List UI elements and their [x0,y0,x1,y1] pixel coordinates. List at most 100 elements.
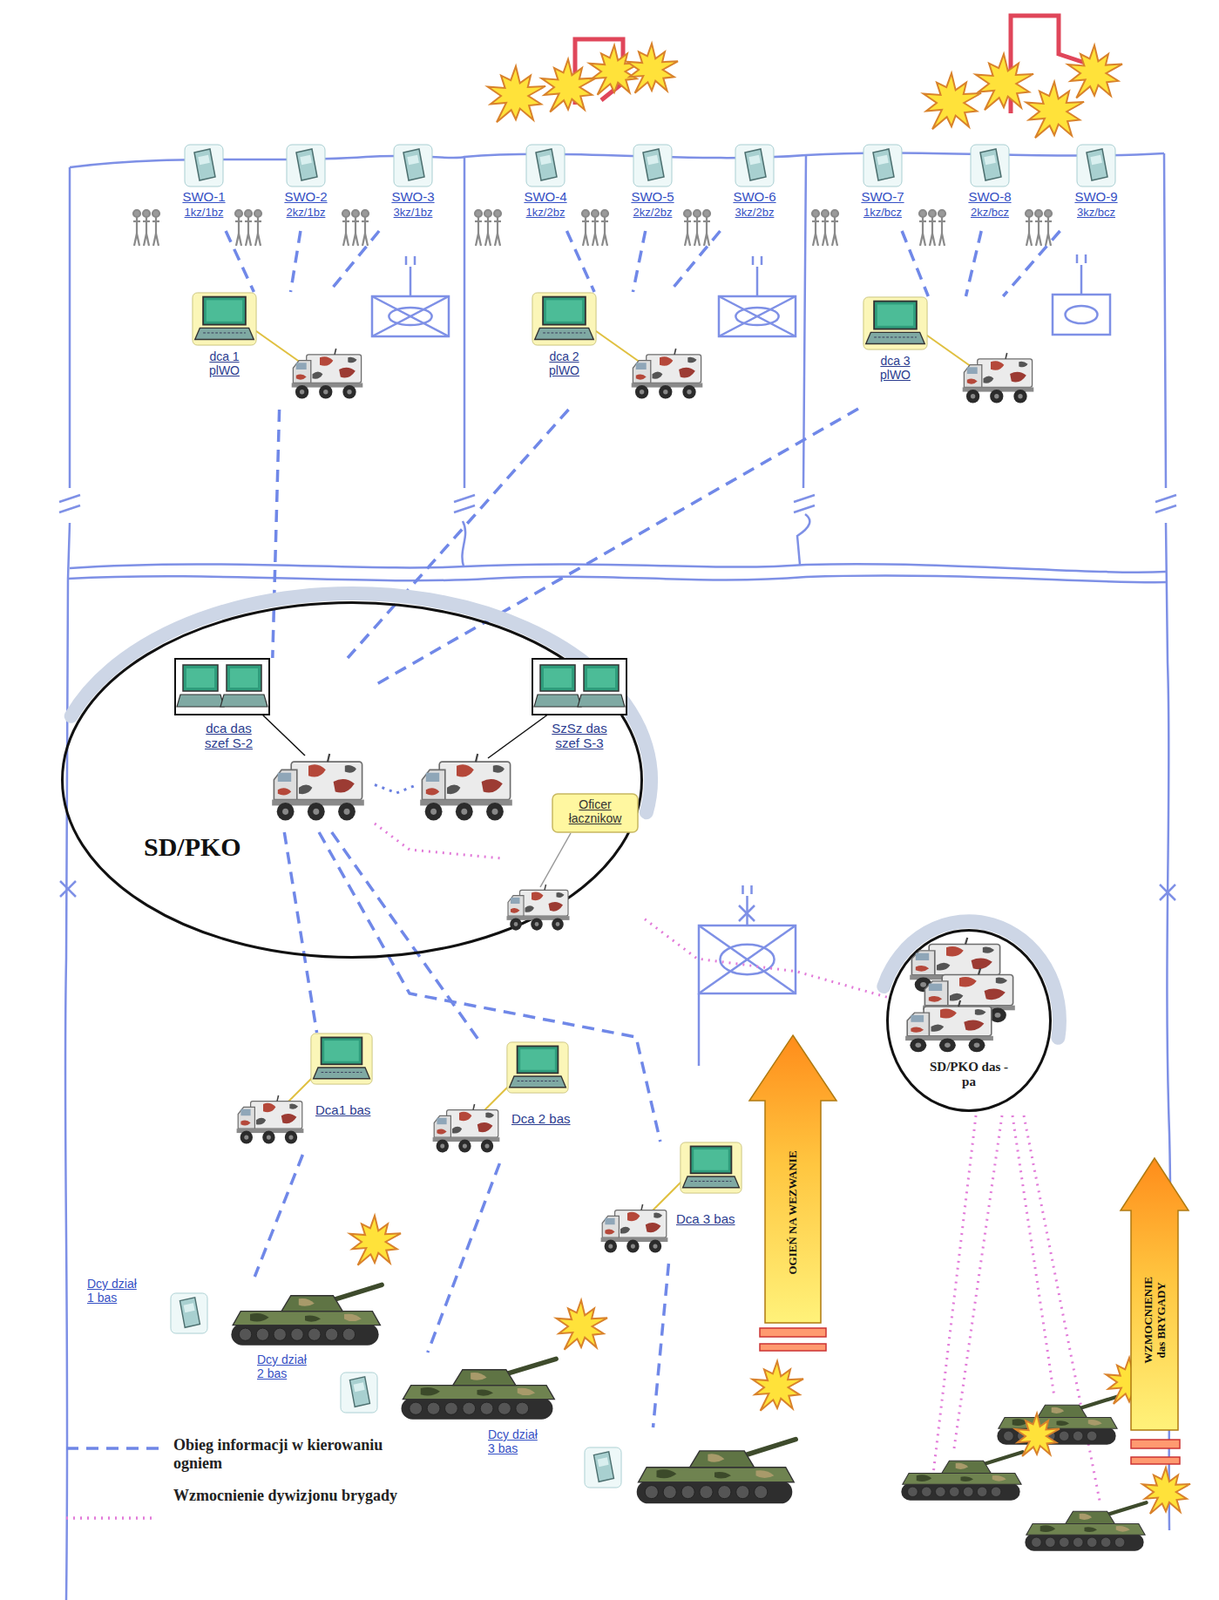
node-label: SWO-7 [843,189,922,204]
observer-post: SWO-33kz/1bz [373,143,456,231]
soldiers [683,209,711,246]
howitzer-icon [900,1451,1023,1500]
gun-commander: Dcy dział 1 bas [82,1276,397,1354]
laptop-icon [862,296,928,351]
node-label: 1kz/bcz [843,206,922,220]
connector [374,823,502,859]
explosion [752,1361,805,1411]
vehicle-icon [235,1095,305,1146]
arrow-bar [1130,1456,1180,1464]
explosion [541,59,596,113]
observer-post: SWO-41kz/2bz [506,143,589,231]
explosion [487,66,546,122]
radio-device-icon [392,143,434,188]
connector [374,784,419,793]
node-label: SWO-6 [715,189,794,204]
node-label: dca 2 plWO [540,349,589,378]
liaison-officer: Oficer łacznikow [501,792,645,937]
howitzer-icon [1024,1502,1146,1551]
radio-device-icon [525,143,566,188]
node-label: Oficer łacznikow [555,797,635,826]
soldiers [342,209,369,246]
observer-post: SWO-6 3kz/2bz [715,143,798,231]
node-label: dca 1 plWO [200,349,249,378]
explosion [589,45,642,95]
soldiers [919,209,946,246]
boundary-break [1155,494,1177,513]
sector-boundary [67,575,1168,583]
vehicle-icon [903,1000,996,1055]
node-label: SWO-3 [373,189,453,204]
soldiers [133,209,160,246]
connector [225,230,254,292]
radio-device-icon [339,1371,379,1414]
unit-staff [697,993,701,1066]
boundary-break [793,494,815,513]
reinforcing-command-post: SD/PKO das - pa [886,928,1052,1112]
explosion [923,73,982,129]
node-label: SzSz das szef S-3 [540,720,619,752]
connector [1002,230,1060,297]
reinforcement-line [954,1115,1003,1449]
explosion [1026,81,1084,138]
node-label: SWO-9 [1056,189,1136,204]
node-label: Dcy dział 1 bas [87,1276,143,1305]
radio-device-icon [862,143,903,188]
node-label: 2kz/bcz [950,206,1030,220]
connector [318,832,661,1142]
legend-text: Wzmocnienie dywizjonu brygady [173,1486,461,1505]
radio-device-icon [583,1446,623,1489]
radio-device-icon [632,143,673,188]
node-label: Dcy dział 2 bas [257,1352,313,1381]
node-label: Dca 3 bas [676,1211,746,1226]
laptop-icon [310,1032,373,1085]
battery-commander: Dca1 bas [235,1032,419,1155]
node-label: 2kz/1bz [266,206,346,220]
observer-post: SWO-7 1kz/bcz [843,143,926,231]
radio-device-icon [183,143,224,188]
radio-device-icon [169,1292,209,1335]
arrow-bar [759,1327,827,1337]
node-label: SD/PKO [143,832,319,863]
reinforcement-line [932,1115,976,1482]
unit-symbol [718,256,796,337]
node-label: dca das szef S-2 [196,720,262,752]
soldiers [474,209,502,246]
sector-boundary [797,155,810,565]
explosion [1142,1467,1191,1514]
radio-device-icon [969,143,1010,188]
node-label: SWO-1 [164,189,244,204]
connector [347,409,569,658]
howitzer-icon [631,1434,798,1509]
legend-line-sample [66,1516,153,1520]
boundary-break [59,494,81,513]
arrow-bar [1130,1439,1180,1449]
laptop-icon [506,1041,569,1094]
unit-symbol [1052,254,1111,335]
node-label: Dcy dział 3 bas [487,1427,544,1456]
connector [374,408,859,685]
laptops-icon [531,657,628,716]
legend-line-sample [66,1446,163,1450]
soldiers [812,209,839,246]
node-label: WZMOCNIENIE das BRYGADY [1141,1269,1168,1370]
connector [901,230,928,297]
node-label: 1kz/2bz [506,206,585,220]
connector [329,230,380,292]
reinforcement-arrow: WZMOCNIENIE das BRYGADY [1120,1158,1189,1430]
radio-device-icon [734,143,775,188]
soldiers [235,209,262,246]
connector [653,1263,670,1428]
connector [966,230,982,297]
vehicle-icon [961,352,1036,406]
explosion [556,1300,609,1350]
node-label: 3kz/2bz [715,206,794,220]
platoon-commander: dca 1 plWO [187,291,375,410]
howitzer-icon [396,1354,558,1424]
node-label: 2kz/2bz [613,206,692,220]
connector [567,230,596,292]
explosion [1015,1413,1060,1457]
vehicle-icon [599,1204,670,1255]
observer-post: SWO-11kz/1bz [164,143,247,231]
explosion [627,43,679,94]
